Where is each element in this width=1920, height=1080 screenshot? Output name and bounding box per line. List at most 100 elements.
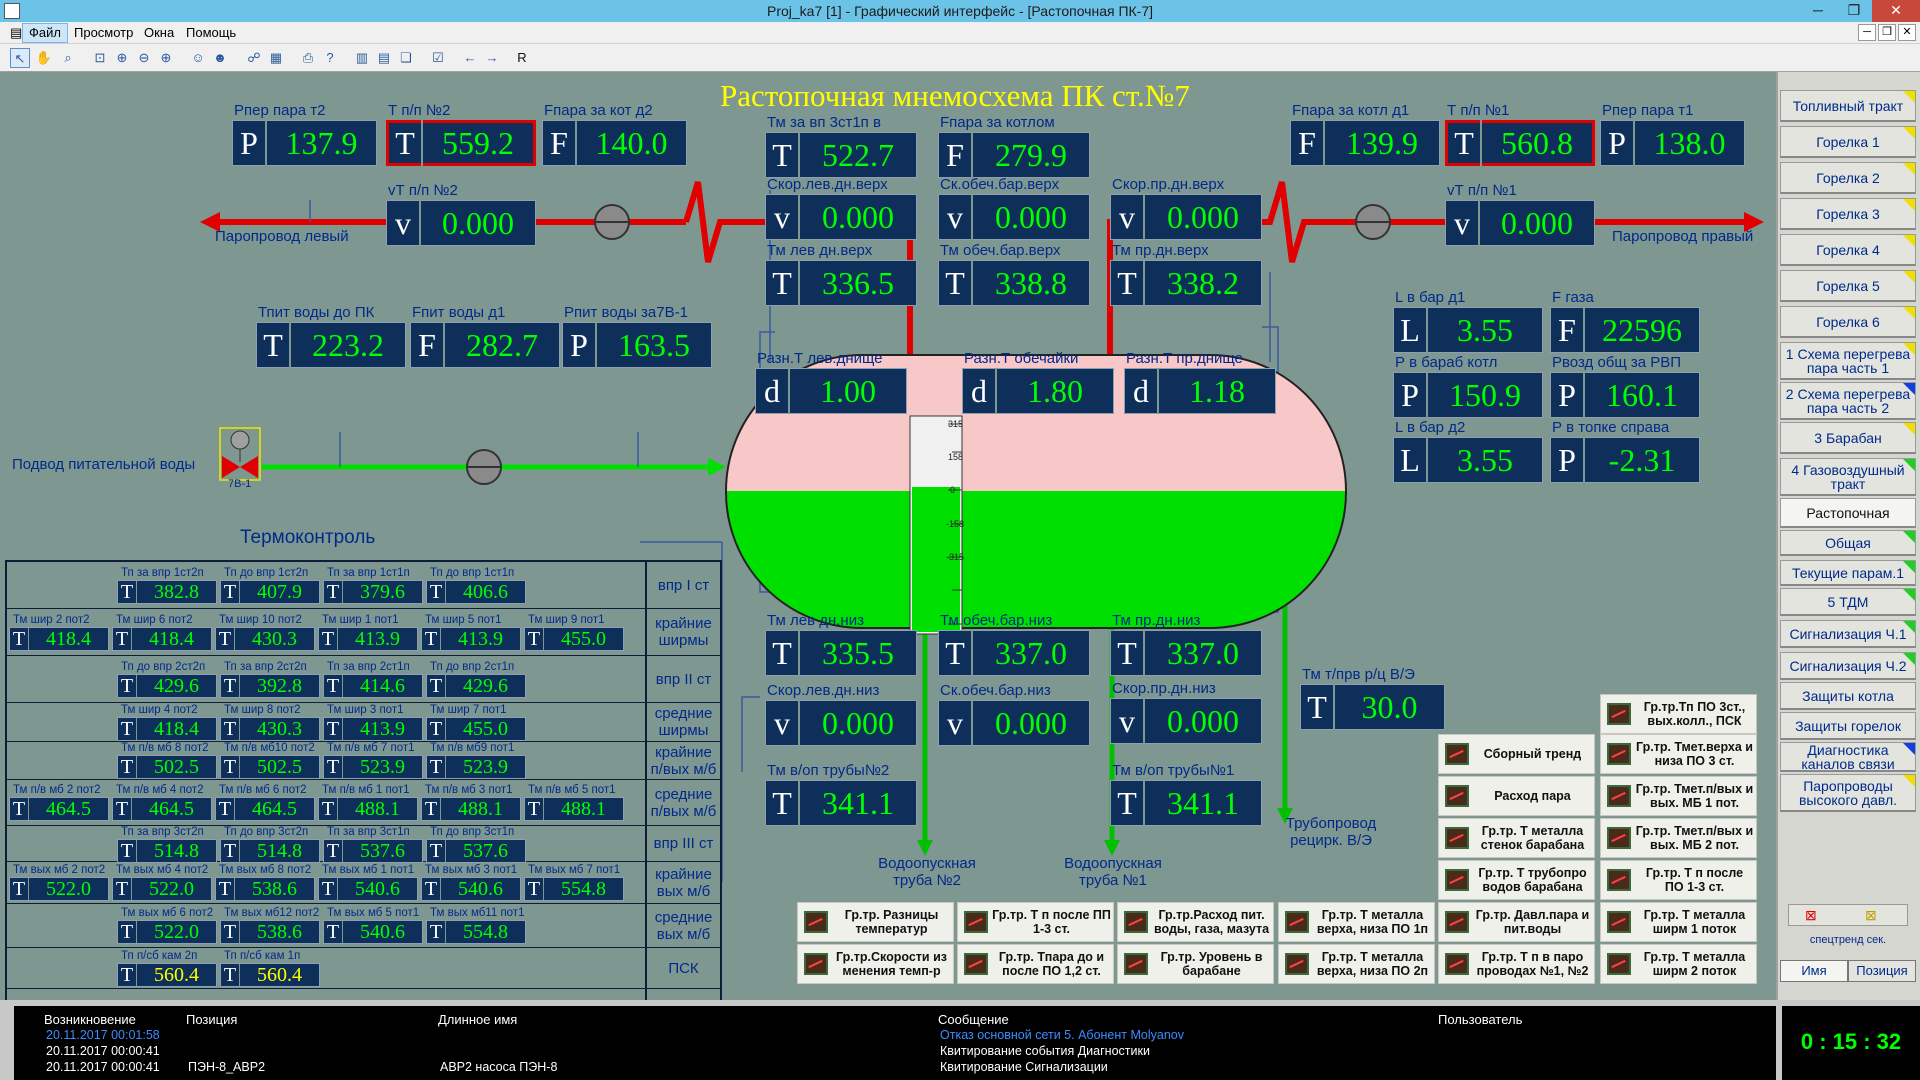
nav-item[interactable]: Защиты котла: [1780, 682, 1916, 710]
print-icon[interactable]: ⎙: [302, 50, 314, 65]
layout-horizontal-icon[interactable]: ▤: [377, 50, 391, 65]
nav-item[interactable]: Горелка 6: [1780, 306, 1916, 338]
nav-item[interactable]: Паропроводы высокого давл.: [1780, 774, 1916, 812]
menu-view[interactable]: Просмотр: [74, 25, 134, 40]
table-icon[interactable]: ▦: [269, 50, 283, 65]
reload-icon[interactable]: R: [517, 50, 527, 65]
nav-item[interactable]: Сигнализация Ч.2: [1780, 652, 1916, 680]
back-arrow-icon[interactable]: ←: [463, 50, 477, 65]
nav-item[interactable]: Горелка 2: [1780, 162, 1916, 194]
nav-item[interactable]: Общая: [1780, 530, 1916, 556]
nav-item[interactable]: 4 Газовоздушный тракт: [1780, 458, 1916, 496]
nav-item[interactable]: Горелка 1: [1780, 126, 1916, 158]
nav-item[interactable]: 1 Схема перегрева пара часть 1: [1780, 342, 1916, 380]
trend-button[interactable]: Гр.тр. Т металла ширм 1 поток: [1600, 902, 1757, 942]
trend-button[interactable]: Гр.тр. Давл.пара и пит.воды: [1438, 902, 1595, 942]
menu-file[interactable]: Файл: [22, 23, 68, 43]
minimize-button[interactable]: ─: [1813, 2, 1823, 18]
zoom-reset-icon[interactable]: ⊡: [94, 50, 106, 65]
doc-icon[interactable]: ▤: [10, 25, 23, 40]
close-button[interactable]: ✕: [1872, 0, 1920, 22]
users-icon[interactable]: ☺: [191, 50, 205, 65]
window-check-icon[interactable]: ☑: [432, 50, 444, 65]
trend-button[interactable]: Гр.тр. Тмет.верха и низа ПО 3 ст.: [1600, 734, 1757, 774]
menu-help[interactable]: Помощь: [186, 25, 237, 40]
layout-vertical-icon[interactable]: ▥: [355, 50, 369, 65]
trend-button[interactable]: Гр.тр. Тмет.п/вых и вых. МБ 1 пот.: [1600, 776, 1757, 816]
trend-button[interactable]: Гр.тр.Тп ПО 3ст., вых.колл., ПСК: [1600, 694, 1757, 734]
hand-icon[interactable]: ✋: [35, 50, 53, 65]
trend-button[interactable]: Гр.тр. Уровень в барабане: [1117, 944, 1274, 984]
trend-button[interactable]: Сборный тренд: [1438, 734, 1595, 774]
pointer-icon[interactable]: ↖: [10, 48, 30, 68]
nav-item[interactable]: Защиты горелок: [1780, 712, 1916, 740]
nav-item[interactable]: 2 Схема перегрева пара часть 2: [1780, 382, 1916, 420]
gauge-p-topka[interactable]: P-2.31: [1550, 437, 1700, 483]
nav-item[interactable]: Сигнализация Ч.1: [1780, 620, 1916, 648]
trend-button[interactable]: Гр.тр.Расход пит. воды, газа, мазута: [1117, 902, 1274, 942]
trend-button[interactable]: Расход пара: [1438, 776, 1595, 816]
trend-button[interactable]: Гр.тр. Тмет.п/вых и вых. МБ 2 пот.: [1600, 818, 1757, 858]
trend-button[interactable]: Гр.тр. Т металла стенок барабана: [1438, 818, 1595, 858]
child-close-button[interactable]: ✕: [1898, 24, 1916, 41]
nav-item[interactable]: Горелка 5: [1780, 270, 1916, 302]
binoculars-icon[interactable]: ☍: [247, 50, 261, 65]
nav-item[interactable]: Растопочная: [1780, 498, 1916, 528]
trend-button[interactable]: Гр.тр.Скорости из менения темп-р: [797, 944, 954, 984]
user-remove-icon[interactable]: ☻: [213, 50, 227, 65]
